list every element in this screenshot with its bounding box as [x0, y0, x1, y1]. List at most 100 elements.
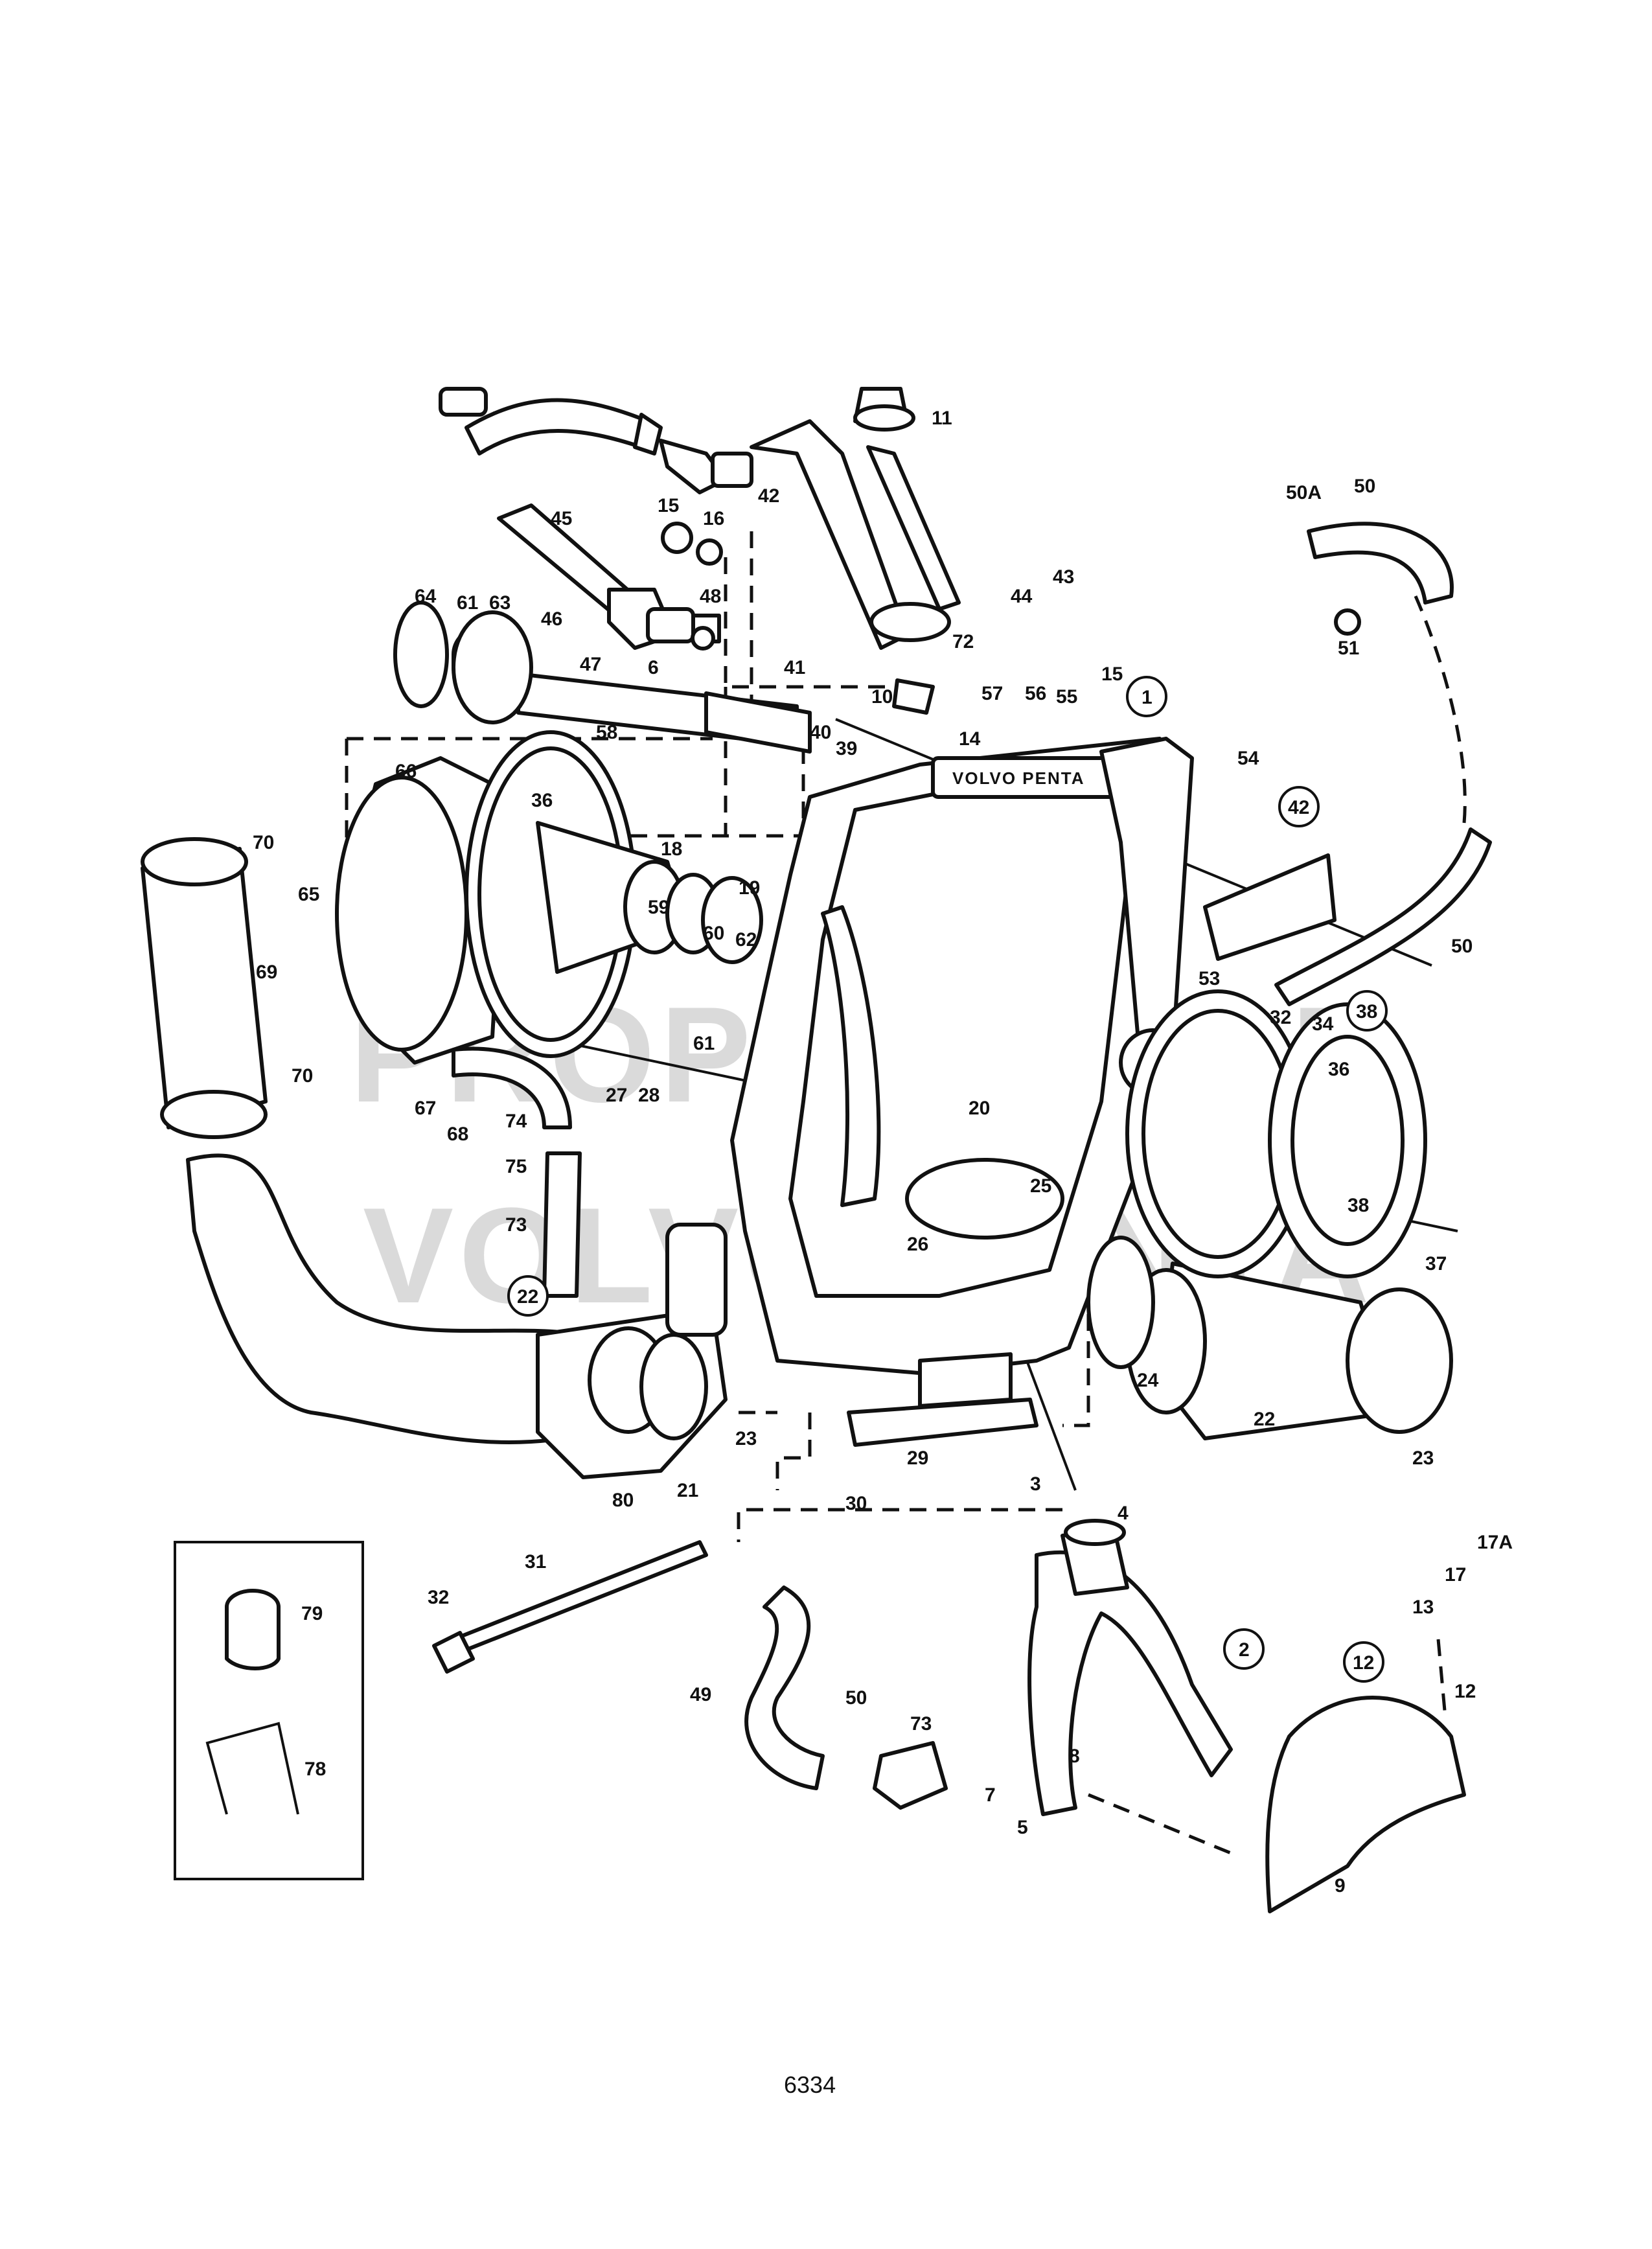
bellows-24: [1086, 1236, 1453, 1440]
label-14: 14: [959, 728, 981, 750]
label-23: 23: [735, 1428, 757, 1449]
label-26: 24: [1137, 1370, 1159, 1391]
label-35: 32: [1270, 1007, 1291, 1028]
label-50A: 47: [580, 654, 601, 675]
label-13A: 13: [1412, 1597, 1434, 1618]
label-75: 72: [952, 631, 974, 652]
exhaust-elbow-22: [536, 1223, 728, 1479]
hose-77-78: [452, 1046, 582, 1298]
label-61: 57: [981, 683, 1003, 704]
mounting-ring-38: [1125, 989, 1427, 1278]
label-43: 39: [836, 738, 857, 759]
label-37: 34: [1312, 1013, 1334, 1035]
hose-52: [744, 1586, 948, 1810]
label-78: 74: [505, 1111, 527, 1132]
svg-text:1: 1: [1141, 687, 1153, 708]
label-24: 22: [1254, 1409, 1275, 1430]
label-27: 25: [1030, 1175, 1051, 1197]
label-65b: 61: [693, 1033, 715, 1054]
label-6: 6: [648, 657, 659, 678]
label-49: 45: [551, 508, 572, 529]
steering-arm-49: [497, 503, 723, 651]
label-59: 55: [1056, 686, 1077, 708]
callout-1: 1: [1126, 676, 1167, 717]
label-30: 28: [638, 1085, 660, 1106]
label-10: 10: [871, 686, 893, 708]
label-79: 75: [505, 1156, 527, 1177]
steering-fork-2: [1027, 1519, 1233, 1816]
callout-42: 42: [1278, 786, 1320, 827]
label-15: 15: [1101, 663, 1123, 685]
label-73: 69: [256, 962, 277, 983]
hose-54: [1274, 522, 1492, 1006]
label-16: 15: [658, 495, 679, 516]
label-56: 50A: [1286, 482, 1322, 503]
label-20: 20: [969, 1098, 990, 1119]
label-68: 64: [415, 586, 437, 607]
label-50: 46: [541, 608, 562, 630]
label-17B: 17A: [1477, 1532, 1513, 1553]
svg-text:2: 2: [1239, 1639, 1250, 1661]
callout-12: 12: [1343, 1641, 1384, 1683]
label-40: 37: [1425, 1253, 1447, 1274]
label-58: 54: [1237, 748, 1259, 769]
label-51: 48: [700, 586, 721, 607]
label-80: 78: [304, 1759, 326, 1780]
label-46: 42: [758, 485, 779, 507]
label-33: 31: [525, 1551, 546, 1573]
callout-22: 22: [507, 1275, 549, 1317]
label-74b: 70: [292, 1065, 313, 1087]
label-31: 29: [907, 1447, 928, 1469]
label-71: 67: [415, 1098, 436, 1119]
label-53: 50: [845, 1687, 867, 1709]
label-32: 30: [845, 1493, 867, 1514]
label-13: 12: [1454, 1681, 1476, 1702]
shaft-62: [393, 601, 812, 754]
label-66: 62: [735, 929, 757, 951]
label-65: 61: [457, 592, 478, 614]
label-63: 59: [648, 897, 669, 918]
stud-33: [432, 1540, 708, 1674]
label-81: 79: [301, 1603, 323, 1624]
callout-38: 38: [1346, 990, 1388, 1032]
svg-text:22: 22: [517, 1286, 538, 1308]
label-25: 23: [1412, 1447, 1434, 1469]
label-70: 66: [395, 761, 417, 782]
cover-12: [1265, 1696, 1466, 1913]
transom-shield-14: VOLVO PENTA: [730, 737, 1168, 1376]
top-hose-assembly: [439, 387, 753, 494]
label-4: 4: [1118, 1503, 1129, 1524]
label-62: 58: [596, 722, 617, 743]
svg-text:38: 38: [1356, 1001, 1377, 1022]
inset-box: [174, 1541, 364, 1880]
label-5: 5: [1017, 1817, 1028, 1838]
label-17: 16: [703, 508, 724, 529]
label-19: 19: [739, 877, 760, 899]
label-74: 70: [253, 832, 274, 853]
label-57: 53: [1199, 968, 1220, 989]
figure-number: 6334: [784, 2071, 836, 2098]
label-3: 3: [1030, 1473, 1041, 1495]
label-77: 73: [505, 1214, 527, 1236]
exhaust-bellows-73: [141, 837, 624, 1444]
label-72: 68: [447, 1124, 468, 1145]
label-28: 26: [907, 1234, 928, 1255]
callout-2: 2: [1223, 1628, 1265, 1670]
circled-callouts: 1 2 12 22 38 42: [507, 676, 1388, 1683]
label-54b: 50: [1451, 936, 1473, 957]
label-67: 63: [489, 592, 511, 614]
callout-labels: 11 42 15 16 45 48 64 61 63 46 47 6 41 40…: [253, 408, 1513, 1897]
label-60: 56: [1025, 683, 1046, 704]
label-17A: 17: [1445, 1564, 1466, 1586]
label-54: 50: [1354, 476, 1375, 497]
label-47: 43: [1053, 566, 1074, 588]
label-41: 38: [1348, 1195, 1369, 1216]
label-39b: 36: [1328, 1059, 1349, 1080]
label-39: 36: [531, 790, 553, 811]
label-76: 73: [910, 1713, 932, 1735]
label-52: 49: [690, 1684, 711, 1705]
svg-text:12: 12: [1353, 1652, 1374, 1674]
label-7: 7: [985, 1784, 996, 1806]
support-31: [847, 1352, 1038, 1447]
